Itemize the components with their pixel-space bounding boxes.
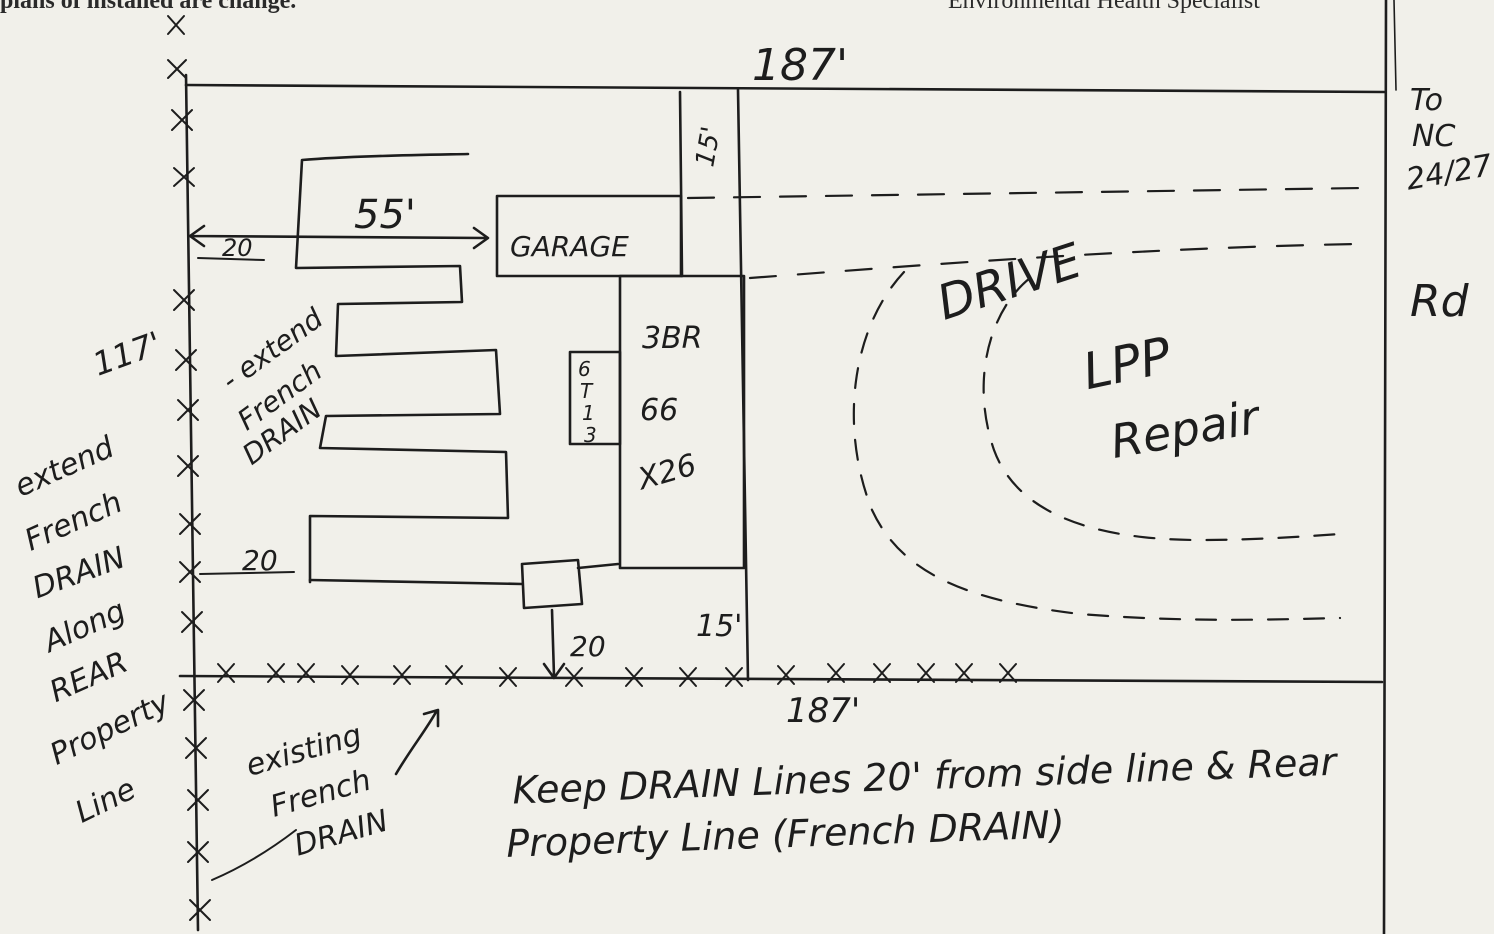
existing-drain-leader — [211, 829, 297, 881]
dimension-left-depth: 117' — [88, 324, 167, 384]
house-outline — [618, 274, 746, 570]
supply-line — [308, 578, 524, 586]
house-length-label: 66 — [640, 393, 678, 428]
property-line-bottom — [178, 674, 1384, 684]
underline-20-top — [197, 257, 265, 261]
house-width-label: X26 — [632, 448, 700, 498]
road-nc-label: NC — [1412, 119, 1455, 154]
dimension-bottom-width: 187' — [786, 691, 860, 731]
keep-drain-note-line2: Property Line (French DRAIN) — [506, 802, 1066, 865]
property-line-rear — [184, 73, 200, 932]
header-left-text: plans of installed are change. — [0, 0, 297, 14]
pump-tank-outline — [520, 558, 584, 610]
outer-note-line7: Line — [70, 772, 142, 831]
setback-20-lower-label: 20 — [242, 544, 278, 577]
dimension-top-width: 187' — [752, 40, 848, 91]
road-route-label: 24/27 — [1404, 148, 1494, 197]
tank-letter-2: T — [580, 379, 594, 403]
drive-dash-top — [686, 186, 1364, 200]
house-bedrooms-label: 3BR — [642, 321, 703, 356]
fence-marks-rear — [167, 15, 211, 921]
header-right-text: Environmental Health Specialist — [948, 0, 1260, 14]
road-line — [1382, 0, 1388, 934]
tank-letter-1: 6 — [578, 357, 591, 381]
tank-letter-4: 3 — [584, 423, 597, 447]
setback-20-bottom-label: 20 — [570, 630, 606, 663]
road-edge-line — [1393, 0, 1397, 91]
side-15-top-label: 15' — [690, 124, 727, 169]
setback-20-down-arrow — [542, 608, 566, 680]
drive-dash-lower — [748, 242, 1362, 280]
setback-55-arrow — [188, 224, 490, 250]
repair-label: Repair — [1107, 389, 1266, 469]
drive-label: DRIVE — [931, 232, 1089, 331]
underline-20-lower — [199, 571, 295, 575]
road-rd-label: Rd — [1410, 276, 1470, 327]
septic-tank-outline — [568, 350, 622, 446]
property-line-top — [184, 83, 1386, 94]
existing-drain-arrow — [394, 708, 440, 776]
fence-marks-bottom — [217, 663, 1017, 687]
setback-20-top-label: 20 — [222, 234, 253, 262]
house-to-pump-line — [576, 562, 620, 570]
side-15-bottom-label: 15' — [696, 609, 742, 644]
lpp-repair-outer-arc — [852, 270, 1342, 621]
lpp-repair-inner-arc — [982, 276, 1342, 542]
garage-label: GARAGE — [510, 230, 629, 263]
setback-55-label: 55' — [354, 192, 416, 238]
tank-letter-3: 1 — [582, 401, 595, 425]
keep-drain-note-line1: Keep DRAIN Lines 20' from side line & Re… — [512, 740, 1340, 813]
road-to-label: To — [1410, 83, 1443, 118]
garage-side-line — [678, 90, 684, 278]
lpp-label: LPP — [1078, 326, 1177, 401]
drain-field-serpentine — [294, 152, 510, 584]
